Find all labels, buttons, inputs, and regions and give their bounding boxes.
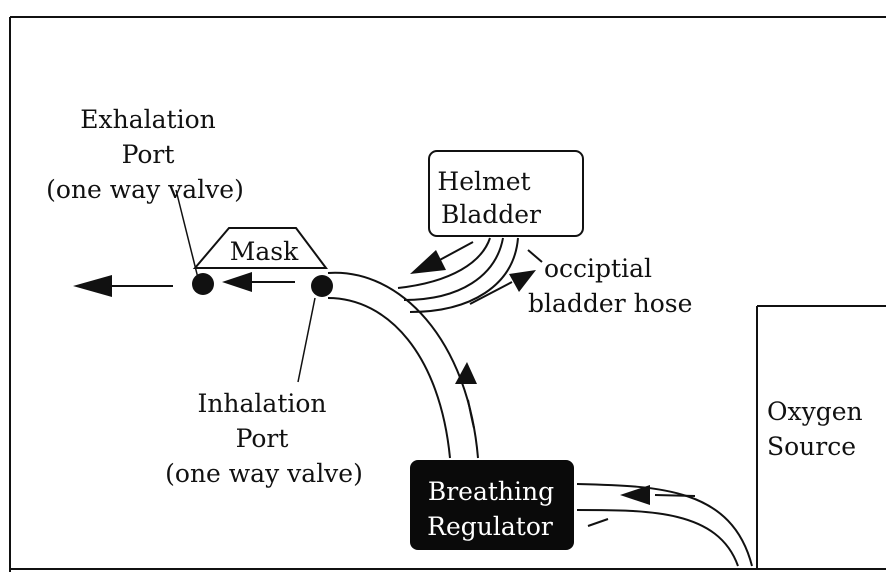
occipital-hose-label-line1: occiptial: [544, 254, 652, 283]
inhalation-port-label-line2: Port: [236, 424, 289, 453]
exhalation-port-label-line2: Port: [122, 140, 175, 169]
inhalation-port-leader: [297, 297, 316, 383]
exhalation-port-label-line1: Exhalation: [80, 105, 215, 134]
breathing-regulator-label-line1: Breathing: [428, 477, 554, 506]
mask-outline: [192, 227, 328, 269]
helmet-bladder-box: [428, 150, 584, 237]
mask-flow-arrow: [222, 272, 295, 292]
occipital-hose-label-line2: bladder hose: [528, 289, 692, 318]
oxygen-source-label-line2: Source: [767, 432, 856, 461]
exhalation-port-label: Exhalation Port (one way valve): [46, 105, 244, 204]
oxygen-source-box: [756, 305, 886, 569]
inhalation-port-label: Inhalation Port (one way valve): [165, 389, 363, 488]
exhalation-port-label-line3: (one way valve): [46, 175, 244, 204]
main-breathing-hose: [327, 271, 479, 459]
exhalation-valve: [192, 273, 214, 295]
occipital-bladder-hose: [397, 237, 543, 313]
helmet-bladder-label-line1: Helmet: [437, 167, 530, 196]
inhalation-port-label-line1: Inhalation: [197, 389, 326, 418]
exhalation-port-leader: [175, 189, 199, 279]
inhalation-valve: [311, 275, 333, 297]
breathing-regulator-label-line2: Regulator: [427, 512, 553, 541]
oxygen-source-label-line1: Oxygen: [767, 397, 863, 426]
breathing-regulator-box: [410, 460, 574, 550]
helmet-bladder-label-line2: Bladder: [441, 200, 541, 229]
exhaust-arrow: [73, 275, 173, 297]
oxygen-supply-hose: [576, 483, 753, 567]
diagram-frame: [9, 16, 886, 572]
inhalation-port-label-line3: (one way valve): [165, 459, 363, 488]
mask-label: Mask: [230, 237, 299, 266]
